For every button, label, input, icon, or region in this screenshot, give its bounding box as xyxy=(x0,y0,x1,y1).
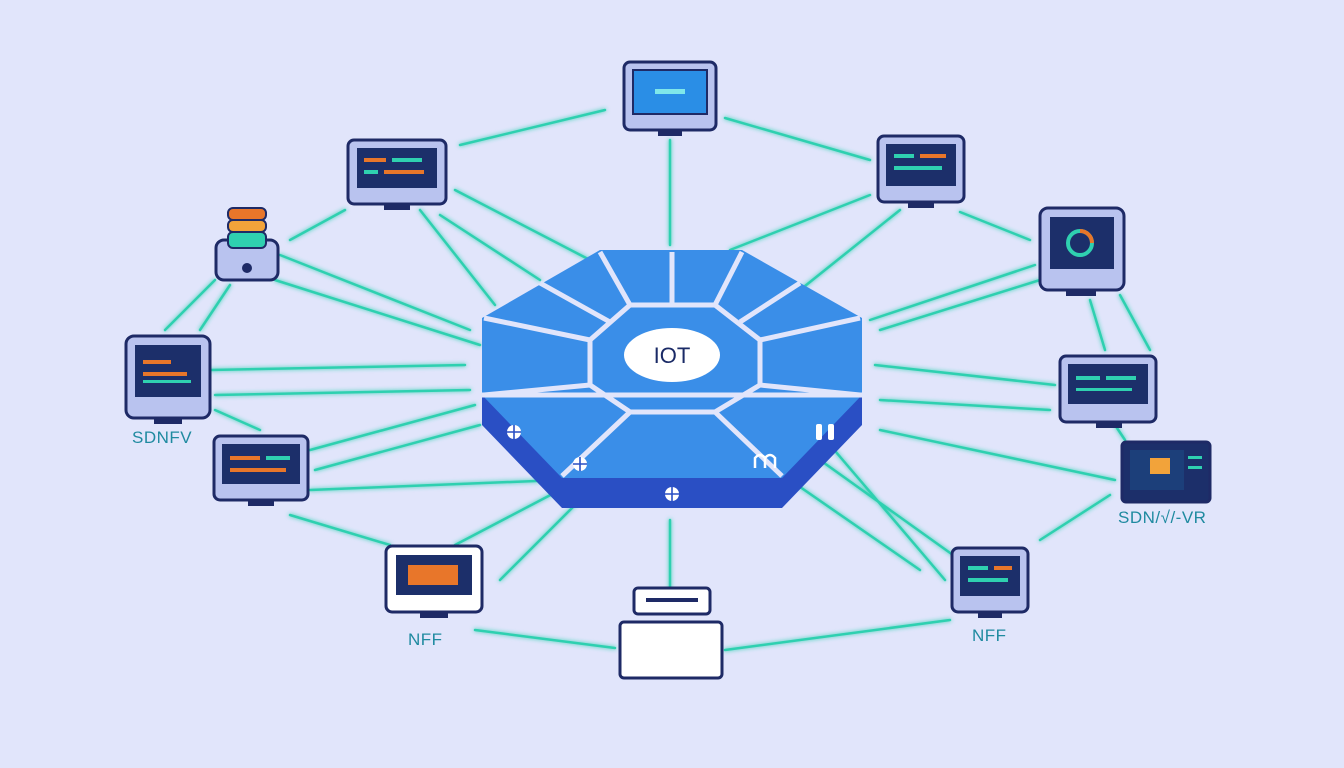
hub-segments xyxy=(482,250,862,478)
connection-lines xyxy=(163,108,1152,652)
label-sdn-vr: SDN/√/-VR xyxy=(1118,508,1207,527)
monitor-icon[interactable] xyxy=(212,434,310,506)
label-nff-left: NFF xyxy=(408,630,443,649)
hub-label: IOT xyxy=(654,343,691,368)
monitor-icon[interactable] xyxy=(950,546,1030,618)
monitor-icon[interactable] xyxy=(1120,440,1212,504)
label-sdnfv: SDNFV xyxy=(132,428,193,447)
port-icon xyxy=(753,453,777,468)
hub-center-badge xyxy=(624,328,720,382)
globe-icon xyxy=(507,425,521,439)
iot-hub[interactable]: IOT xyxy=(482,250,862,508)
monitor-icon[interactable] xyxy=(1058,354,1158,428)
router-icon[interactable] xyxy=(618,586,724,680)
globe-icon xyxy=(573,457,587,471)
monitor-icon[interactable] xyxy=(346,138,448,210)
monitor-icon[interactable] xyxy=(622,60,718,136)
monitor-icon[interactable] xyxy=(876,134,966,208)
label-nff-right: NFF xyxy=(972,626,1007,645)
monitor-icon[interactable] xyxy=(1038,206,1126,296)
monitor-icon[interactable] xyxy=(124,334,212,424)
database-icon[interactable] xyxy=(214,207,280,282)
monitor-icon[interactable] xyxy=(384,544,484,618)
globe-icon xyxy=(665,487,679,501)
port-icon xyxy=(816,424,834,440)
